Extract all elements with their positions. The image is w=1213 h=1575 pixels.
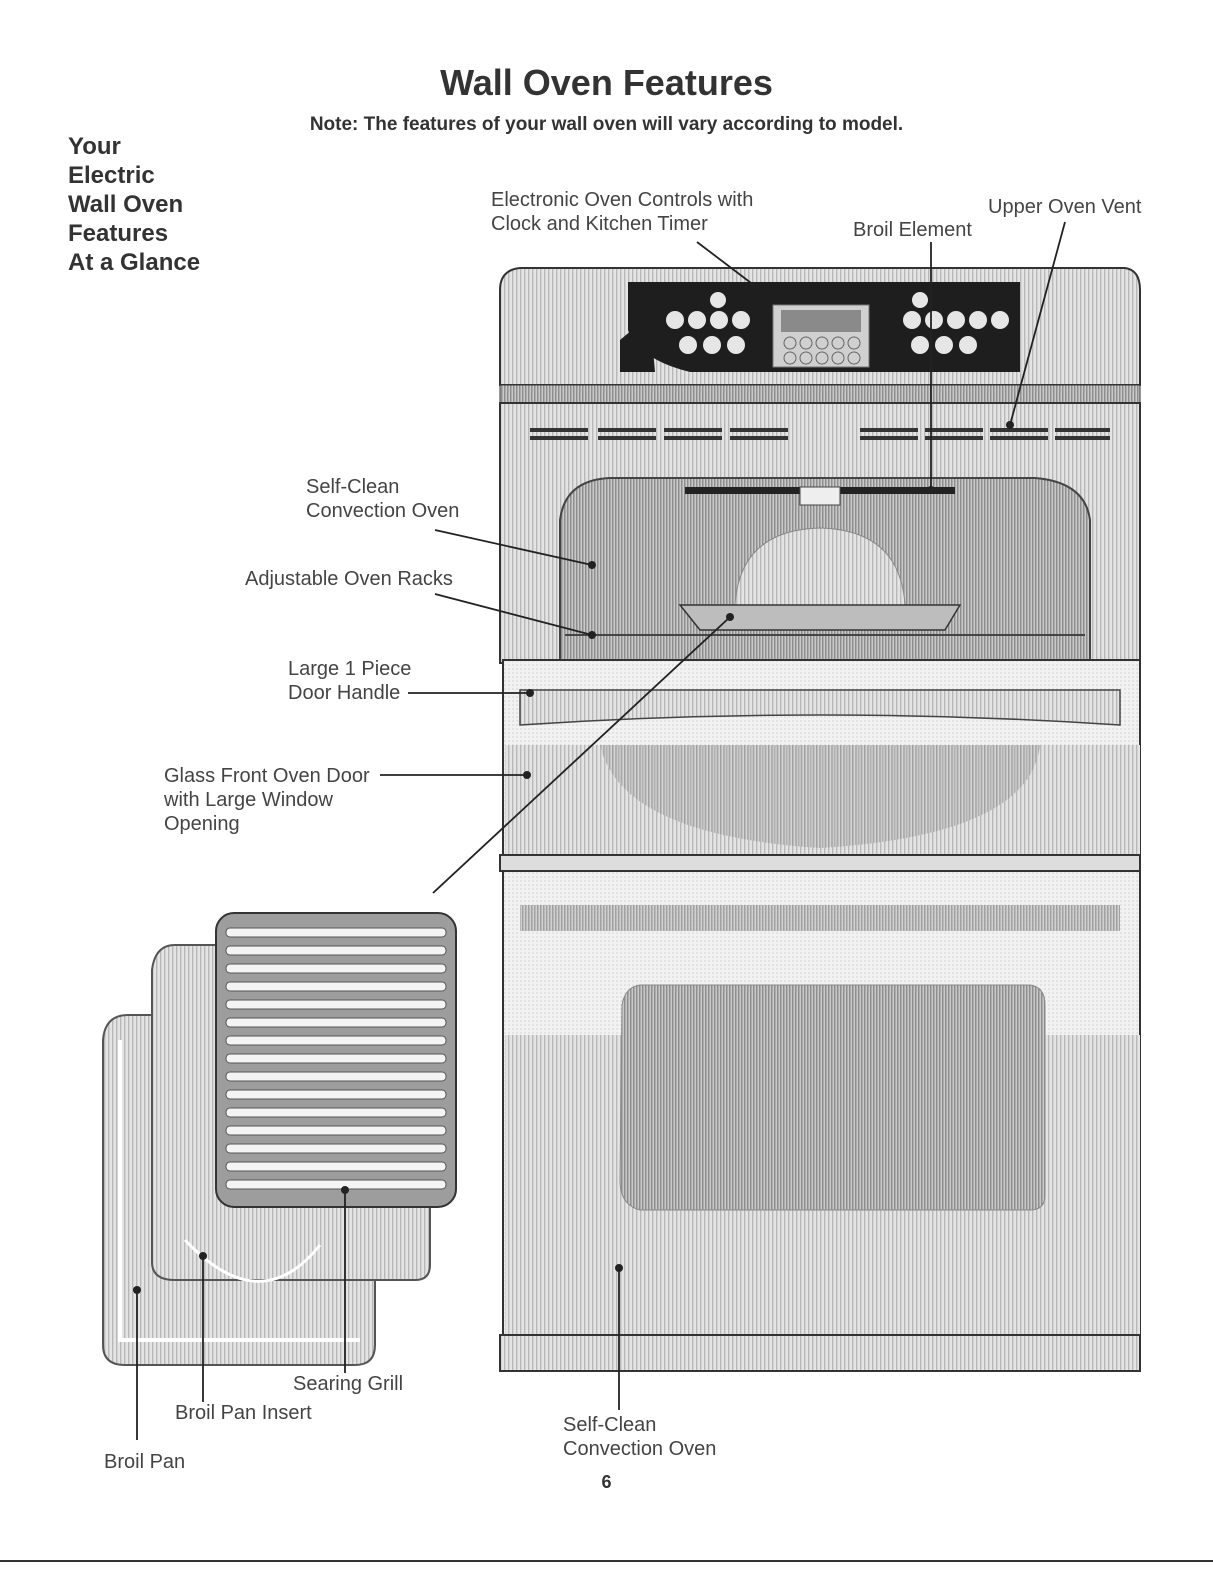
label-line: Self-Clean [306, 476, 400, 498]
label-broil-element: Broil Element [853, 219, 972, 241]
label-line: Large 1 Piece [288, 658, 412, 680]
label-self-clean-upper: Self-Clean Convection Oven [306, 475, 459, 523]
label-door-handle: Large 1 Piece Door Handle [288, 657, 411, 705]
label-glass-door: Glass Front Oven Door with Large Window … [164, 764, 370, 836]
section-heading-line: Your [68, 133, 121, 160]
section-heading-line: Electric [68, 162, 155, 189]
upper-oven [499, 402, 1141, 664]
leader-dots [133, 421, 1014, 1294]
page-title: Wall Oven Features [440, 62, 773, 103]
label-adjustable-racks: Adjustable Oven Racks [245, 568, 453, 590]
control-panel [499, 267, 1141, 404]
section-heading-line: At a Glance [68, 249, 201, 276]
lower-oven [499, 870, 1141, 1372]
label-self-clean-lower: Self-Clean Convection Oven [563, 1413, 716, 1461]
label-line: Self-Clean [563, 1414, 657, 1436]
model-note: Note: The features of your wall oven wil… [309, 114, 904, 135]
upper-oven-door [499, 659, 1141, 872]
label-line: with Large Window [164, 789, 333, 811]
label-line: Clock and Kitchen Timer [491, 213, 708, 235]
label-broil-pan-insert: Broil Pan Insert [175, 1402, 312, 1424]
section-heading-line: Wall Oven [68, 191, 184, 218]
label-line: Glass Front Oven Door [164, 765, 370, 787]
label-upper-oven-vent: Upper Oven Vent [988, 196, 1142, 218]
section-heading-line: Features [68, 220, 169, 247]
label-line: Opening [164, 813, 240, 835]
label-line: Convection Oven [306, 500, 460, 522]
label-broil-pan: Broil Pan [104, 1451, 186, 1473]
label-searing-grill: Searing Grill [293, 1373, 404, 1395]
page-number: 6 [601, 1472, 612, 1492]
label-oven-controls: Electronic Oven Controls with Clock and … [491, 188, 753, 236]
label-line: Electronic Oven Controls with [491, 189, 754, 211]
bottom-divider [0, 1560, 1213, 1562]
leader-lines [136, 221, 1066, 1440]
section-heading: Your Electric Wall Oven Features At a Gl… [68, 132, 200, 277]
searing-grill [215, 912, 457, 1208]
label-line: Convection Oven [563, 1438, 717, 1460]
label-line: Door Handle [288, 682, 401, 704]
